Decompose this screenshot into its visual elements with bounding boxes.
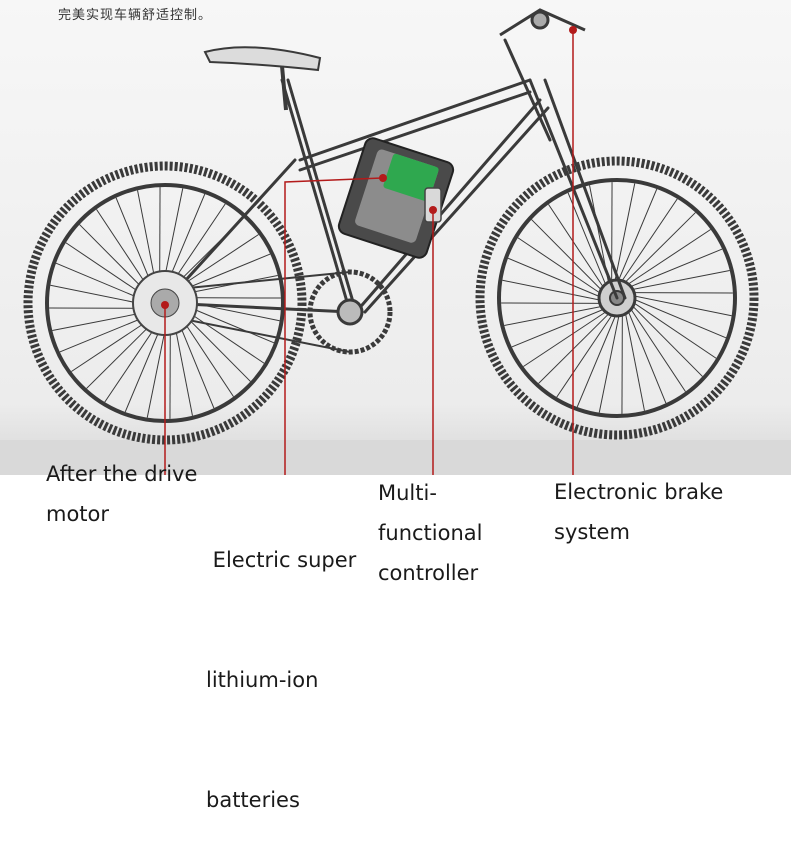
controller-label-line-3: controller bbox=[378, 553, 483, 593]
battery-label-line-1: Electric super bbox=[206, 540, 356, 580]
battery-label: Electric super lithium-ion batteries bbox=[206, 460, 356, 860]
motor-label-line-2: motor bbox=[46, 494, 197, 534]
battery-label-line-3: batteries bbox=[206, 780, 356, 820]
chinese-caption: 完美实现车辆舒适控制。 bbox=[58, 4, 212, 23]
bicycle-illustration bbox=[0, 0, 791, 475]
brake-label: Electronic brake system bbox=[554, 472, 723, 552]
controller-label-line-2: functional bbox=[378, 513, 483, 553]
motor-label: After the drive motor bbox=[46, 454, 197, 534]
brake-label-line-2: system bbox=[554, 512, 723, 552]
motor-label-line-1: After the drive bbox=[46, 454, 197, 494]
brake-label-line-1: Electronic brake bbox=[554, 472, 723, 512]
controller-label: Multi- functional controller bbox=[378, 473, 483, 593]
controller-label-line-1: Multi- bbox=[378, 473, 483, 513]
battery-label-line-2: lithium-ion bbox=[206, 660, 356, 700]
